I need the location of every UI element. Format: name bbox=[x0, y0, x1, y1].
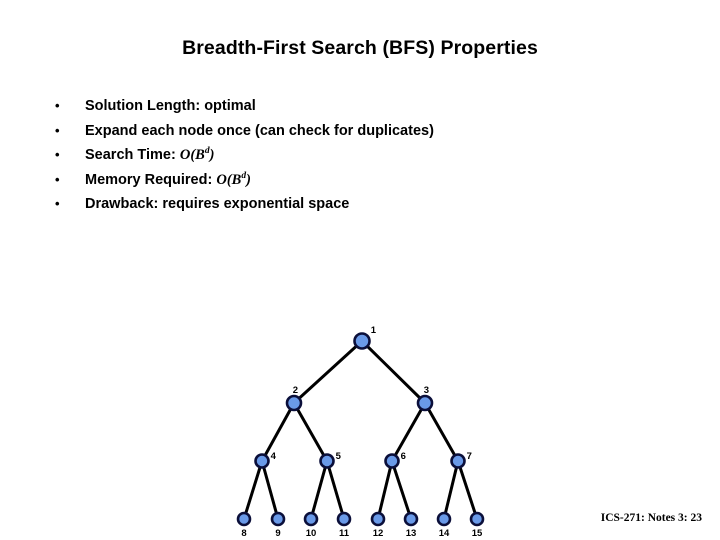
tree-edge-6-12 bbox=[376, 459, 394, 521]
tree-node-circle bbox=[303, 511, 319, 527]
tree-edge-4-8 bbox=[242, 459, 264, 521]
tree-edge-3-7 bbox=[423, 401, 460, 463]
bullet-item-label: Memory Required: bbox=[85, 171, 217, 188]
tree-node-circle bbox=[469, 511, 485, 527]
tree-node-6: 6 bbox=[384, 451, 406, 469]
tree-node-label: 6 bbox=[401, 451, 406, 462]
tree-edge-7-15 bbox=[456, 459, 479, 521]
bullet-marker-icon: • bbox=[55, 98, 60, 113]
tree-node-3: 3 bbox=[416, 385, 434, 412]
tree-node-circle bbox=[254, 453, 270, 469]
tree-node-2: 2 bbox=[285, 385, 303, 412]
tree-node-label: 12 bbox=[373, 528, 384, 539]
tree-node-label: 3 bbox=[424, 385, 429, 396]
tree-node-label: 1 bbox=[371, 325, 377, 336]
tree-node-10: 10 bbox=[303, 511, 319, 539]
tree-node-label: 15 bbox=[472, 528, 483, 539]
tree-node-circle bbox=[236, 511, 252, 527]
bullet-item-label: Solution Length: optimal bbox=[85, 98, 256, 114]
tree-node-1: 1 bbox=[353, 325, 377, 350]
tree-node-circle bbox=[436, 511, 452, 527]
tree-node-circle bbox=[319, 453, 335, 469]
bullet-item-search-time: • Search Time: O(Bd) bbox=[52, 143, 672, 168]
tree-node-circle bbox=[353, 332, 371, 350]
tree-node-circle bbox=[370, 511, 386, 527]
tree-node-circle bbox=[384, 453, 400, 469]
tree-node-circle bbox=[285, 394, 303, 412]
footer-slide-reference: ICS-271: Notes 3: 23 bbox=[600, 512, 702, 524]
tree-edge-5-11 bbox=[325, 459, 346, 521]
bullet-marker-icon: • bbox=[55, 171, 60, 187]
tree-edge-group bbox=[242, 339, 479, 521]
tree-node-circle bbox=[450, 453, 466, 469]
tree-node-4: 4 bbox=[254, 451, 277, 469]
tree-node-14: 14 bbox=[436, 511, 452, 539]
bullet-item-expand-each-node: • Expand each node once (can check for du… bbox=[52, 119, 672, 144]
tree-node-15: 15 bbox=[469, 511, 485, 539]
complexity-base: B bbox=[195, 147, 205, 163]
complexity-exponent: d bbox=[204, 146, 210, 157]
tree-node-13: 13 bbox=[403, 511, 419, 539]
tree-node-label: 11 bbox=[339, 528, 350, 539]
tree-node-circle bbox=[336, 511, 352, 527]
bullet-marker-icon: • bbox=[55, 196, 60, 211]
bullet-item-memory-required: • Memory Required: O(Bd) bbox=[52, 168, 672, 193]
tree-node-label: 5 bbox=[336, 451, 342, 462]
bullet-list: • Solution Length: optimal • Expand each no… bbox=[52, 94, 672, 217]
tree-node-7: 7 bbox=[450, 451, 472, 469]
tree-node-12: 12 bbox=[370, 511, 386, 539]
tree-node-8: 8 bbox=[236, 511, 252, 539]
tree-node-label: 14 bbox=[439, 528, 450, 539]
tree-node-9: 9 bbox=[270, 511, 286, 539]
tree-node-label: 8 bbox=[241, 528, 246, 539]
bullet-item-label: Drawback: requires exponential space bbox=[85, 196, 350, 212]
tree-node-label: 4 bbox=[271, 451, 277, 462]
tree-edge-5-10 bbox=[309, 459, 329, 521]
complexity-base: B bbox=[231, 171, 242, 188]
tree-node-label: 9 bbox=[275, 528, 280, 539]
tree-node-circle bbox=[416, 394, 434, 412]
tree-node-label: 10 bbox=[306, 528, 317, 539]
tree-edge-6-13 bbox=[390, 459, 413, 521]
tree-edge-3-6 bbox=[390, 401, 427, 463]
tree-node-label: 2 bbox=[293, 385, 298, 396]
tree-node-circle bbox=[270, 511, 286, 527]
tree-node-11: 11 bbox=[336, 511, 352, 539]
complexity-exponent: d bbox=[241, 170, 247, 181]
complexity-expression: O(Bd) bbox=[216, 170, 251, 188]
tree-node-5: 5 bbox=[319, 451, 342, 469]
tree-edge-1-2 bbox=[292, 339, 364, 405]
tree-node-circle bbox=[403, 511, 419, 527]
complexity-expression: O(Bd) bbox=[179, 146, 215, 163]
page-title: Breadth-First Search (BFS) Properties bbox=[182, 37, 538, 59]
tree-edge-7-14 bbox=[442, 459, 460, 521]
tree-edge-1-3 bbox=[360, 339, 427, 405]
bullet-item-label: Search Time: bbox=[85, 147, 180, 163]
bullet-marker-icon: • bbox=[55, 122, 60, 138]
tree-edge-2-4 bbox=[260, 401, 296, 463]
tree-edge-2-5 bbox=[292, 401, 329, 463]
tree-node-label: 13 bbox=[406, 528, 417, 539]
bullet-item-solution-length: • Solution Length: optimal bbox=[52, 94, 672, 119]
bullet-item-drawback: • Drawback: requires exponential space bbox=[52, 192, 672, 217]
bullet-item-label: Expand each node once (can check for dup… bbox=[85, 122, 434, 139]
tree-edge-4-9 bbox=[260, 459, 280, 521]
tree-node-label: 7 bbox=[467, 451, 472, 462]
bullet-marker-icon: • bbox=[55, 147, 60, 162]
